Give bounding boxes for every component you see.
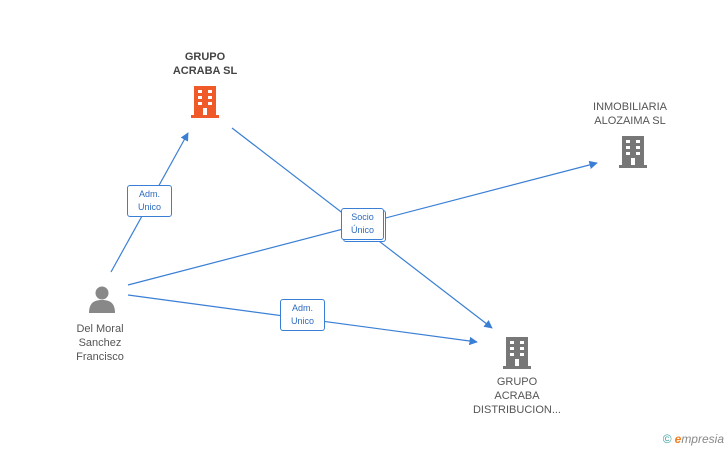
edge-label-adm-unico[interactable]: Adm. Unico	[127, 185, 172, 217]
building-icon[interactable]	[191, 86, 219, 118]
company-label-grupo-distribucion[interactable]: GRUPO ACRABA DISTRIBUCION...	[467, 375, 567, 417]
edge-label-socio-unico[interactable]: Socio Único	[341, 208, 384, 240]
company-label-inmobiliaria[interactable]: INMOBILIARIA ALOZAIMA SL	[580, 100, 680, 128]
footer-brand: ©empresia	[663, 432, 724, 446]
edge-label-line: Único	[350, 225, 374, 235]
copyright-icon: ©	[662, 432, 672, 446]
edge-label-line: Unico	[290, 316, 314, 326]
company-label-line: DISTRIBUCION...	[472, 404, 561, 416]
person-icon[interactable]	[89, 286, 115, 314]
brand-logo-text: mpresia	[681, 432, 724, 446]
company-label-grupo-acraba[interactable]: GRUPO ACRABA SL	[160, 50, 250, 78]
company-label-line: GRUPO	[184, 51, 226, 63]
edge-label-line: Adm.	[138, 189, 160, 199]
edge-label-line: Socio	[351, 212, 374, 222]
company-label-line: ACRABA SL	[172, 65, 238, 77]
building-icon[interactable]	[619, 136, 647, 168]
company-label-line: ACRABA	[494, 390, 540, 402]
person-label-line: Francisco	[76, 351, 124, 363]
person-label[interactable]: Del Moral Sanchez Francisco	[60, 322, 140, 364]
company-label-line: ALOZAIMA SL	[594, 115, 666, 127]
edge-label-line: Adm.	[291, 303, 313, 313]
building-icon[interactable]	[503, 337, 531, 369]
brand-logo-initial: e	[674, 432, 682, 446]
company-label-line: INMOBILIARIA	[593, 101, 667, 113]
person-label-line: Del Moral	[76, 323, 124, 335]
edge-label-line: Unico	[137, 202, 161, 212]
company-label-line: GRUPO	[496, 376, 538, 388]
edge-label-adm-unico[interactable]: Adm. Unico	[280, 299, 325, 331]
person-label-line: Sanchez	[78, 337, 122, 349]
